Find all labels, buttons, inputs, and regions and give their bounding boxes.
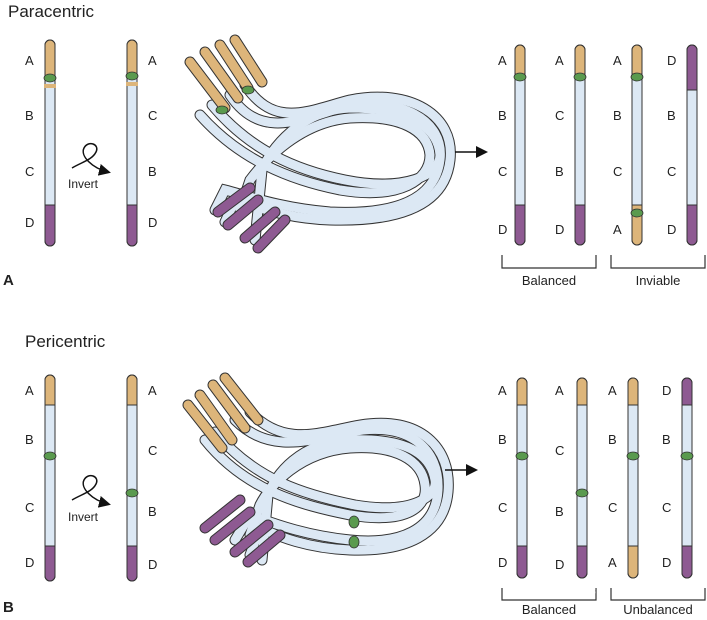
centromere	[630, 208, 644, 218]
centromere	[626, 451, 640, 461]
centromere	[125, 71, 139, 81]
gene-label: B	[498, 432, 507, 447]
gene-label: D	[667, 222, 676, 237]
gene-label: C	[498, 164, 507, 179]
gene-label: A	[498, 383, 507, 398]
gene-label: A	[613, 222, 622, 237]
gene-label: C	[667, 164, 676, 179]
chromosome-original-a	[43, 39, 57, 247]
gene-label: B	[148, 164, 157, 179]
centromere	[215, 105, 229, 115]
gene-label: D	[555, 557, 564, 572]
group-label-balanced: Balanced	[522, 273, 576, 288]
invert-arrow-a	[71, 142, 111, 176]
centromere	[43, 73, 57, 83]
gene-label: B	[25, 108, 34, 123]
gene-label: A	[498, 53, 507, 68]
centromere	[241, 85, 255, 95]
centromere	[575, 488, 589, 498]
centromere	[348, 535, 360, 549]
panel-title-paracentric: Paracentric	[8, 2, 94, 21]
gene-label: B	[608, 432, 617, 447]
product-b4	[680, 377, 694, 579]
gene-label: C	[613, 164, 622, 179]
gene-label: D	[555, 222, 564, 237]
chromosome-inverted-a	[125, 39, 139, 247]
product-b3	[626, 377, 640, 579]
centromere	[630, 72, 644, 82]
gene-label: C	[25, 164, 34, 179]
invert-label: Invert	[68, 510, 99, 524]
gene-label: C	[148, 108, 157, 123]
panel-pericentric: Pericentric A B C D Invert A C B D	[3, 332, 706, 617]
chromosome-inverted-b	[125, 374, 139, 582]
gene-label: C	[608, 500, 617, 515]
gene-label: B	[662, 432, 671, 447]
centromere	[348, 515, 360, 529]
gene-label: A	[25, 383, 34, 398]
group-label-inviable: Inviable	[636, 273, 681, 288]
gene-label: A	[148, 383, 157, 398]
chromosome-original-b	[43, 374, 57, 582]
centromere	[573, 72, 587, 82]
gene-label: B	[498, 108, 507, 123]
gene-label: B	[555, 504, 564, 519]
gene-label: B	[148, 504, 157, 519]
gene-label: B	[667, 108, 676, 123]
gene-label: B	[555, 164, 564, 179]
bracket-unbalanced-b	[610, 588, 706, 601]
product-a4	[686, 44, 698, 246]
gene-label: A	[25, 53, 34, 68]
gene-label: D	[498, 555, 507, 570]
gene-label: C	[555, 443, 564, 458]
product-a3	[630, 44, 644, 246]
panel-label-b: B	[3, 599, 14, 616]
bracket-balanced-a	[501, 255, 597, 269]
centromere	[680, 451, 694, 461]
panel-paracentric: Paracentric A B C D Invert A C B D	[3, 2, 706, 289]
gene-label: D	[148, 215, 157, 230]
product-b2	[575, 377, 589, 579]
gene-label: A	[555, 53, 564, 68]
group-label-balanced: Balanced	[522, 602, 576, 617]
gene-label: D	[662, 555, 671, 570]
gene-label: C	[148, 443, 157, 458]
gene-label: A	[613, 53, 622, 68]
gene-label: D	[498, 222, 507, 237]
gene-label: A	[608, 555, 617, 570]
centromere	[43, 451, 57, 461]
watermark: 知乎 @月亮一便士	[522, 580, 638, 597]
gene-label: D	[148, 557, 157, 572]
gene-label: B	[25, 432, 34, 447]
invert-label: Invert	[68, 177, 99, 191]
gene-label: A	[555, 383, 564, 398]
synapsis-loop-b	[182, 372, 454, 568]
centromere	[515, 451, 529, 461]
product-a2	[573, 44, 587, 246]
bracket-balanced-b	[501, 588, 597, 601]
gene-label: D	[25, 215, 34, 230]
product-a1	[513, 44, 527, 246]
centromere	[513, 72, 527, 82]
centromere	[125, 488, 139, 498]
panel-label-a: A	[3, 272, 14, 289]
gene-label: C	[555, 108, 564, 123]
group-label-unbalanced: Unbalanced	[623, 602, 692, 617]
gene-label: C	[498, 500, 507, 515]
gene-label: C	[662, 500, 671, 515]
gene-label: D	[667, 53, 676, 68]
panel-title-pericentric: Pericentric	[25, 332, 106, 351]
gene-label: B	[613, 108, 622, 123]
bracket-inviable-a	[610, 255, 706, 269]
gene-label: A	[608, 383, 617, 398]
gene-label: D	[25, 555, 34, 570]
gene-label: C	[25, 500, 34, 515]
gene-label: D	[662, 383, 671, 398]
synapsis-loop-a	[184, 34, 456, 254]
product-b1	[515, 377, 529, 579]
gene-label: A	[148, 53, 157, 68]
invert-arrow-b	[71, 474, 111, 508]
